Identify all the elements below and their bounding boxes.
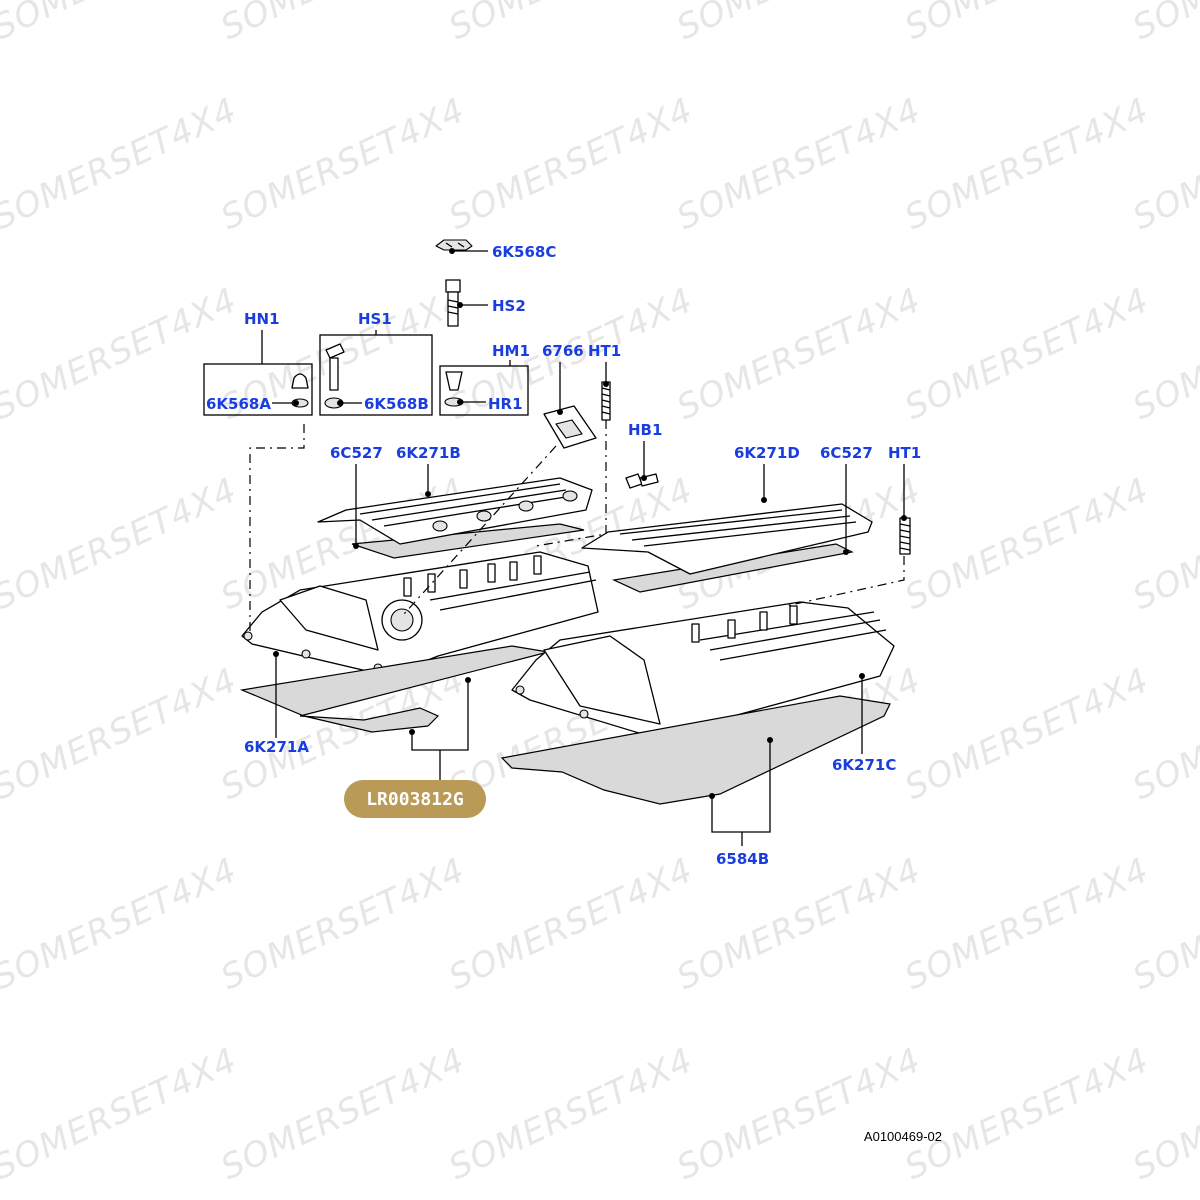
rocker-cover-6K271C [511,601,895,741]
label-6K271D: 6K271D [734,444,800,462]
box-HM1 [439,365,529,416]
label-6K271A: 6K271A [244,738,309,756]
bolt-HS2 [445,279,461,327]
label-HS2: HS2 [492,297,526,315]
label-6K271C: 6K271C [832,756,896,774]
watermark-text: SOMERSET4X4 [899,470,1155,618]
clip-6K568C [435,239,473,251]
label-6C527-left: 6C527 [330,444,383,462]
alignment-lines [249,420,905,636]
label-HR1: HR1 [488,395,523,413]
acoustic-cover-6K271B [317,477,593,545]
watermark-text: SOMERSET4X4 [899,90,1155,238]
leader-lines [261,248,907,846]
label-HM1: HM1 [492,342,530,360]
gasket-6C527-left [351,523,585,559]
cover-studs-right [691,605,798,643]
watermark-text: SOMERSET4X4 [671,280,927,428]
label-HN1: HN1 [244,310,280,328]
watermark-text: SOMERSET4X4 [215,90,471,238]
label-HB1: HB1 [628,421,662,439]
watermark-text: SOMERSET4X4 [0,1040,243,1188]
watermark-text: SOMERSET4X4 [0,470,243,618]
watermark-text: SOMERSET4X4 [443,0,699,48]
watermark-text: SOMERSET4X4 [899,660,1155,808]
watermark-text: SOMERSET4X4 [215,1040,471,1188]
watermark-text: SOMERSET4X4 [443,850,699,998]
label-6K568B: 6K568B [364,395,429,413]
label-6C527-right: 6C527 [820,444,873,462]
watermark-text: SOMERSET4X4 [899,1040,1155,1188]
watermark-text: SOMERSET4X4 [671,0,927,48]
label-6K568A: 6K568A [206,395,271,413]
watermark-text: SOMERSET4X4 [215,0,471,48]
watermark-text: SOMERSET4X4 [0,850,243,998]
watermark-text: SOMERSET4X4 [215,850,471,998]
gasket-6584B-left [239,645,549,733]
part-number-badge-bg [344,780,486,818]
label-6K568C: 6K568C [492,243,556,261]
part-number-badge[interactable]: LR003812G [344,780,486,818]
label-HS1: HS1 [358,310,392,328]
watermark-text: SOMERSET4X4 [671,1040,927,1188]
watermark-text: SOMERSET4X4 [443,1040,699,1188]
label-6K271B: 6K271B [396,444,461,462]
acoustic-cover-6K271D [581,503,873,575]
label-6766: 6766 [542,342,584,360]
label-6584B: 6584B [716,850,769,868]
rocker-cover-6K271A [241,551,599,677]
box-HN1 [203,363,313,416]
cover-studs-left [403,555,542,597]
watermark-text: SOMERSET4X4 [899,850,1155,998]
watermark-text: SOMERSET4X4 [443,90,699,238]
watermark-text: SOMERSET4X4 [899,280,1155,428]
watermark-text: SOMERSET4X4 [0,0,243,48]
bolt-HS1 [324,343,345,409]
part-number-text: LR003812G [366,789,464,810]
label-HT1-upper: HT1 [588,342,621,360]
label-HT1-right: HT1 [888,444,921,462]
watermark-text: SOMERSET4X4 [1127,0,1200,48]
watermark-text: SOMERSET4X4 [899,0,1155,48]
nut-HN1 [291,373,309,408]
watermark-text: SOMERSET4X4 [671,90,927,238]
grommet-HM1 [444,371,464,407]
stud-HT1-upper [601,381,611,421]
watermark-text: SOMERSET4X4 [0,90,243,238]
oil-filler-cap-6766 [543,405,597,449]
stud-HT1-right [899,517,911,555]
watermark-text: SOMERSET4X4 [0,660,243,808]
watermark-text: SOMERSET4X4 [671,850,927,998]
diagram-reference-code: A0100469-02 [864,1129,942,1144]
gasket-6584B-right [500,695,891,805]
